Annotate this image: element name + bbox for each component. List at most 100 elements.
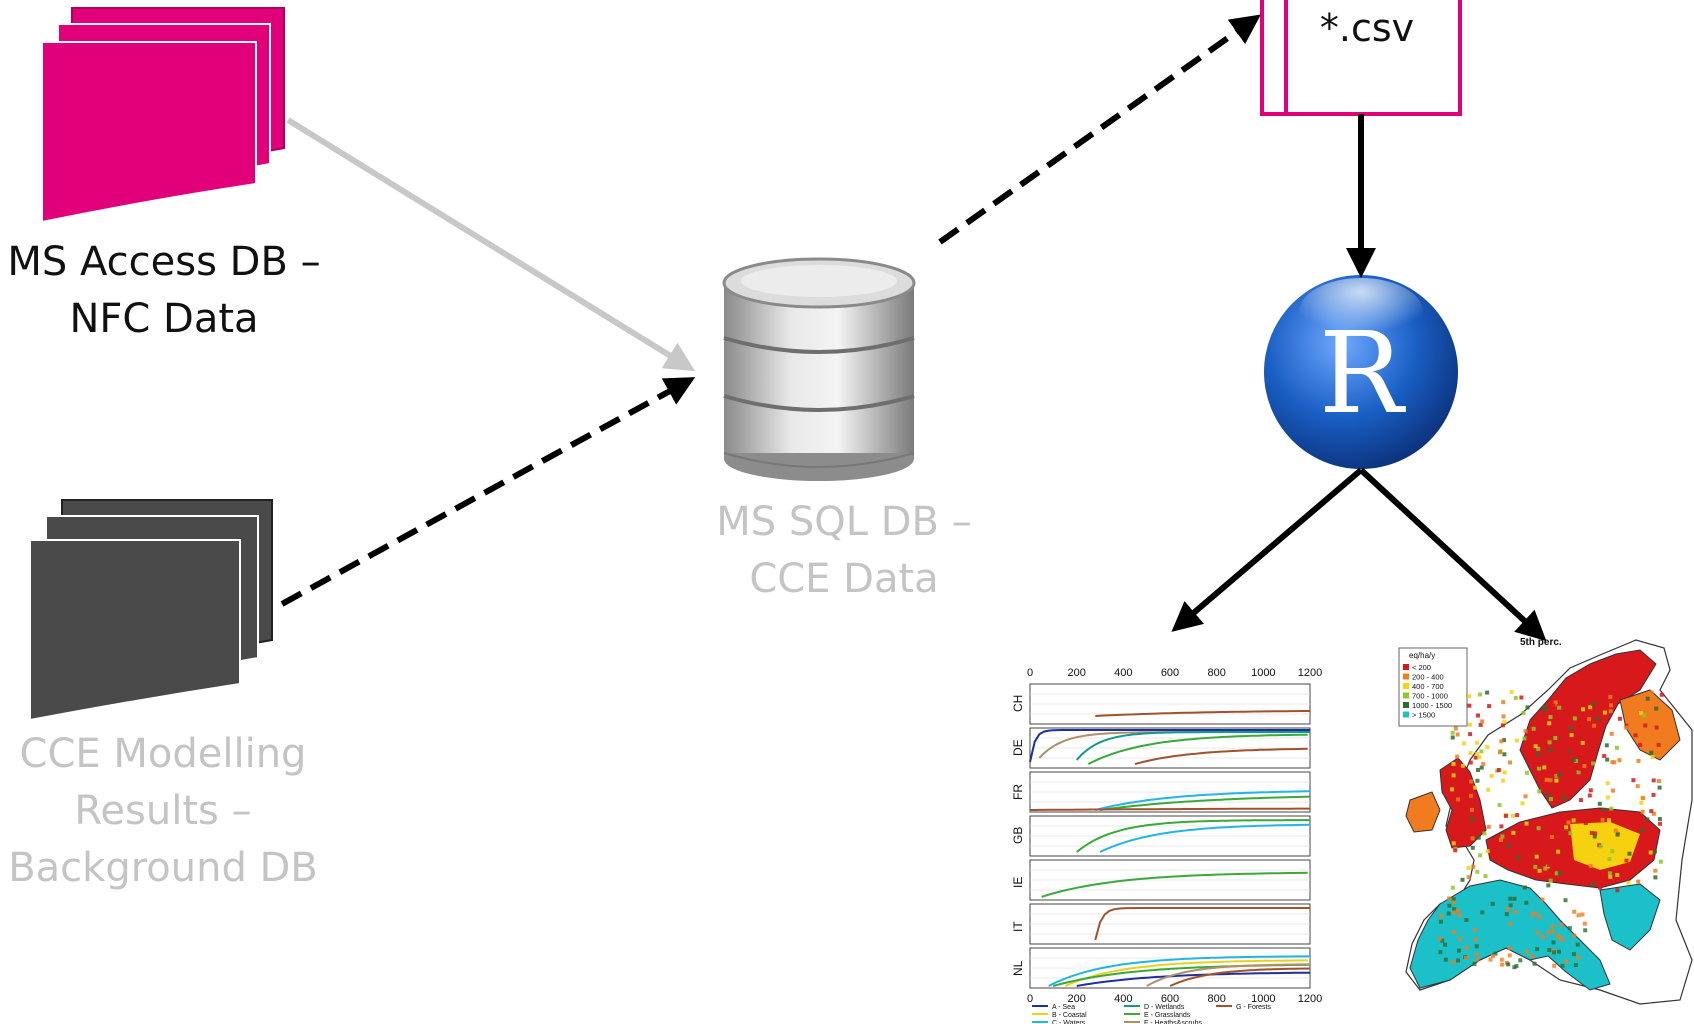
map-cell [1633,733,1638,738]
map-cell [1451,841,1456,846]
r-letter: R [1319,309,1407,439]
series-line-IE-0 [1041,871,1308,898]
map-cell [1499,739,1504,744]
map-legend-label-4: 1000 - 1500 [1412,701,1452,710]
map-legend-title: eq/ha/y [1409,651,1435,660]
map-cell-south [1452,907,1457,912]
map-cell [1516,855,1521,860]
map-cell [1451,773,1456,778]
map-cell [1588,863,1593,868]
map-cell [1553,736,1558,740]
map-cell [1651,792,1656,797]
map-cell [1607,871,1612,876]
legend-label-0: A - Sea [1052,1004,1075,1011]
sql-db-label-line1: MS SQL DB – [716,499,972,545]
map-cell-south [1583,928,1588,933]
map-cell [1481,762,1486,767]
map-cell [1547,721,1552,726]
map-cell-south [1508,946,1512,951]
map-legend-label-1: 200 - 400 [1412,673,1444,682]
map-cell [1642,713,1647,718]
map-cell [1567,787,1572,792]
map-cell [1639,711,1643,715]
map-cell-south [1576,955,1581,960]
map-cell [1636,879,1641,884]
map-cell-south [1512,965,1517,970]
access-db-label-line1: MS Access DB – [7,239,321,285]
series-line-GB-1 [1099,823,1310,853]
map-cell-south [1546,930,1551,935]
map-cell-south [1512,896,1517,901]
map-cell [1649,809,1654,814]
x-tick-top-0: 0 [1027,667,1033,679]
map-cell [1657,785,1662,790]
map-cell [1654,706,1659,711]
map-cell [1611,788,1615,793]
map-cell [1651,778,1656,783]
map-cell [1460,877,1465,882]
map-cell [1511,830,1516,835]
map-cell [1537,789,1542,794]
panel-label-DE: DE [1011,739,1025,756]
map-cell [1456,797,1461,802]
map-cell [1464,773,1469,778]
map-cell [1485,849,1490,854]
map-cell [1548,778,1553,783]
map-cell-south [1499,957,1504,962]
map-cell-south [1524,949,1529,954]
access-db-stack-icon [41,7,285,224]
map-cell [1476,768,1480,772]
map-cell [1556,849,1561,854]
series-line-DE-4 [1134,747,1308,765]
map-cell [1479,749,1484,754]
map-cell [1602,807,1606,812]
map-cell [1487,704,1492,709]
map-cell-south [1458,936,1462,941]
map-cell [1602,710,1607,715]
map-cell-south [1474,944,1479,949]
map-cell-south [1464,945,1469,950]
map-cell-south [1552,950,1556,955]
map-cell [1546,793,1551,798]
map-cell-south [1557,949,1561,954]
map-legend-swatch-4 [1403,702,1409,708]
map-cell-south [1532,961,1537,966]
map-cell-south [1573,963,1578,967]
map-cell [1589,830,1594,835]
map-cell-south [1560,963,1565,968]
map-cell [1592,875,1597,880]
map-cell [1636,758,1641,763]
map-cell [1592,723,1597,728]
map-cell-south [1535,931,1540,935]
map-cell [1513,695,1518,700]
map-cell [1659,692,1664,697]
map-cell [1489,773,1494,778]
map-cell [1475,869,1480,874]
panel-label-NL: NL [1011,960,1025,976]
map-cell-south [1547,948,1552,952]
map-cell-south [1551,940,1556,945]
series-line-DE-0 [1029,729,1310,763]
map-cell-south [1576,913,1581,918]
map-cell [1597,801,1602,806]
map-cell [1638,742,1643,747]
map-cell-south [1541,935,1546,940]
map-cell [1617,758,1622,763]
map-cell [1618,716,1622,721]
map-cell [1645,696,1650,701]
map-cell [1531,726,1536,731]
map-cell [1639,800,1644,805]
map-cell [1455,754,1460,759]
x-tick-bottom-3: 600 [1161,993,1179,1005]
map-region-poland [1570,822,1640,870]
map-cell-south [1507,953,1512,958]
series-line-DE-2 [1075,731,1310,761]
map-cell-south [1440,938,1445,943]
map-cell [1469,807,1474,812]
map-cell [1627,851,1632,856]
map-cell-south [1500,962,1505,967]
map-legend-swatch-2 [1403,683,1409,689]
map-cell [1615,888,1620,893]
map-cell-south [1475,957,1480,962]
map-cell [1544,777,1549,782]
